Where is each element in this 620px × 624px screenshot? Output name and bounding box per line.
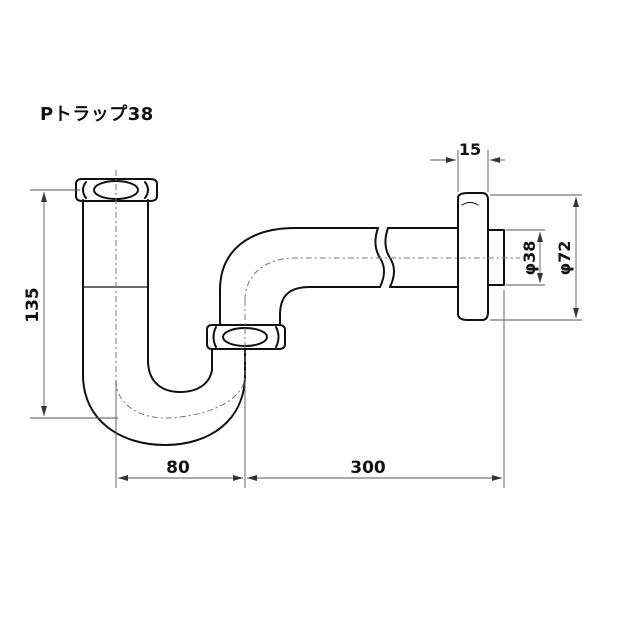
dim-length-300: 300 [350,458,386,478]
horizontal-arm [374,227,459,288]
rising-bend [211,227,381,376]
u-bend [82,359,246,446]
middle-coupling-nut [206,324,286,350]
dim-flange-diameter: φ72 [555,241,574,276]
center-lines [115,170,520,419]
dim-flange-15: 15 [459,140,481,159]
dimension-lines [30,150,582,488]
dim-width-80: 80 [166,458,190,478]
dim-pipe-diameter: φ38 [520,241,539,276]
wall-flange [457,192,505,321]
drawing-title: Pトラップ38 [40,104,154,125]
arrowheads [41,157,579,481]
dim-height-135: 135 [23,287,43,323]
